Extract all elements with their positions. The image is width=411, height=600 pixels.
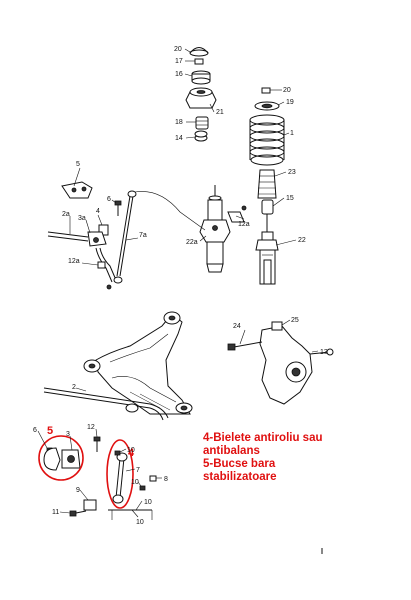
cap-20-dome bbox=[189, 47, 209, 54]
label-7: 7 bbox=[136, 467, 140, 474]
coil-spring-1 bbox=[249, 114, 285, 166]
label-12: 12 bbox=[87, 424, 95, 431]
cap-20 bbox=[189, 49, 209, 57]
label-9: 9 bbox=[76, 487, 80, 494]
bolt-25 bbox=[271, 321, 283, 331]
label-8: 8 bbox=[164, 476, 168, 483]
label-14: 14 bbox=[175, 135, 183, 142]
red-marker-5: 5 bbox=[47, 425, 53, 437]
leader-lines bbox=[37, 48, 319, 518]
highlight-ring-bushing bbox=[38, 435, 84, 481]
label-6-bottom: 6 bbox=[33, 427, 37, 434]
label-10-d: 10 bbox=[136, 519, 144, 526]
label-10-a: 10 bbox=[127, 447, 135, 454]
highlight-ring-link bbox=[106, 439, 134, 509]
bearing-16-bottom bbox=[191, 77, 211, 85]
stabilizer-bar-2 bbox=[43, 387, 169, 421]
label-3: 3 bbox=[66, 431, 70, 438]
clamp-5-top bbox=[61, 181, 93, 199]
bellows-23 bbox=[257, 169, 277, 199]
label-20-right: 20 bbox=[283, 87, 291, 94]
label-22a: 22a bbox=[186, 239, 198, 246]
label-11: 11 bbox=[52, 509, 59, 516]
label-6-top: 6 bbox=[107, 196, 111, 203]
strut-22a bbox=[199, 185, 247, 273]
bar-2a bbox=[47, 231, 89, 238]
bolt-24 bbox=[233, 341, 263, 348]
label-7a: 7a bbox=[139, 232, 147, 239]
label-24: 24 bbox=[233, 323, 241, 330]
clamp-5-bottom bbox=[43, 447, 61, 471]
label-10-b: 10 bbox=[131, 479, 139, 486]
label-21: 21 bbox=[216, 109, 224, 116]
bumpstop-15 bbox=[261, 199, 274, 215]
label-4-top: 4 bbox=[96, 208, 100, 215]
stabilizer-upper-assembly bbox=[47, 181, 206, 290]
lower-control-arm bbox=[83, 311, 193, 415]
link-7 bbox=[115, 457, 121, 499]
strut-mount-stack bbox=[185, 47, 217, 142]
top-mount-21-hole bbox=[196, 90, 206, 94]
nut-12a-left bbox=[97, 261, 106, 269]
label-18: 18 bbox=[175, 119, 183, 126]
label-5-top: 5 bbox=[76, 161, 80, 168]
shock-absorber-22 bbox=[255, 214, 279, 285]
label-23: 23 bbox=[288, 169, 296, 176]
stabilizer-lower-hardware bbox=[43, 436, 157, 520]
link-rod-7a bbox=[116, 195, 131, 277]
label-10-c: 10 bbox=[144, 499, 152, 506]
nut-20b bbox=[261, 87, 271, 94]
label-19: 19 bbox=[286, 99, 294, 106]
label-17: 17 bbox=[175, 58, 183, 65]
label-20-top: 20 bbox=[174, 46, 182, 53]
label-15: 15 bbox=[286, 195, 294, 202]
label-25: 25 bbox=[291, 317, 299, 324]
legend-line-1: 4-Bielete antiroliu sau bbox=[203, 432, 323, 444]
label-22: 22 bbox=[298, 237, 306, 244]
label-1: 1 bbox=[290, 130, 294, 137]
annotation-legend: 4-Bielete antiroliu sau antibalans 5-Buc… bbox=[203, 432, 403, 484]
spring-assembly bbox=[249, 87, 285, 285]
label-12a-left: 12a bbox=[68, 258, 80, 265]
bracket-9 bbox=[83, 499, 97, 511]
label-3a: 3a bbox=[78, 215, 86, 222]
legend-line-3: 5-Bucse bara bbox=[203, 458, 276, 470]
label-13: 13 bbox=[320, 349, 328, 356]
nut-17 bbox=[194, 58, 204, 65]
nut-8 bbox=[149, 475, 157, 482]
label-16: 16 bbox=[175, 71, 183, 78]
part-labels: 20 17 16 21 18 14 20 19 1 23 15 12a 22 2… bbox=[33, 46, 328, 526]
red-marker-4: 4 bbox=[128, 447, 135, 459]
label-12a-top: 12a bbox=[238, 221, 250, 228]
label-2: 2 bbox=[72, 384, 76, 391]
label-2a: 2a bbox=[62, 211, 70, 218]
bump-18 bbox=[195, 116, 209, 130]
legend-line-4: stabilizatoare bbox=[203, 471, 277, 483]
steering-knuckle-13 bbox=[227, 321, 334, 405]
legend-line-2: antibalans bbox=[203, 445, 260, 457]
